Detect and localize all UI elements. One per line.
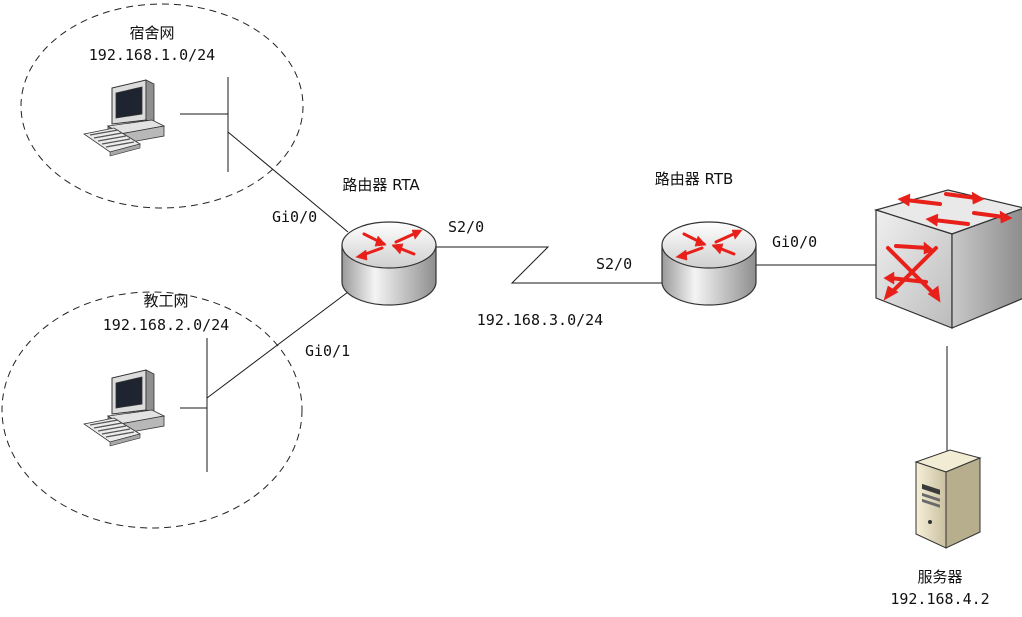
rta-gi01-label: Gi0/1 bbox=[305, 342, 350, 360]
router-rtb-label: 路由器 RTB bbox=[655, 170, 734, 188]
staff-network-boundary bbox=[1, 291, 303, 529]
staff-network-subnet: 192.168.2.0/24 bbox=[103, 316, 229, 334]
staff-pc-icon bbox=[83, 369, 165, 447]
router-rta-icon bbox=[340, 220, 438, 307]
switch-icon bbox=[874, 188, 1022, 330]
dorm-network-boundary bbox=[20, 3, 304, 209]
link-dorm-rta bbox=[227, 131, 349, 233]
rtb-gi00-label: Gi0/0 bbox=[772, 233, 817, 251]
rta-s20-label: S2/0 bbox=[448, 218, 484, 236]
rtb-s20-label: S2/0 bbox=[596, 255, 632, 273]
router-rtb-icon bbox=[660, 220, 758, 307]
dorm-pc-icon bbox=[83, 79, 165, 157]
serial-link-rta-rtb bbox=[436, 246, 664, 284]
staff-network-name: 教工网 bbox=[143, 292, 188, 310]
wan-subnet-label: 192.168.3.0/24 bbox=[477, 311, 603, 329]
server-ip-label: 192.168.4.2 bbox=[890, 590, 989, 608]
router-rta-label: 路由器 RTA bbox=[342, 176, 420, 194]
dorm-network-subnet: 192.168.1.0/24 bbox=[89, 46, 215, 64]
link-staff-rta bbox=[206, 291, 349, 399]
rta-gi00-label: Gi0/0 bbox=[272, 208, 317, 226]
dorm-network-name: 宿舍网 bbox=[129, 24, 174, 42]
server-name-label: 服务器 bbox=[917, 568, 962, 586]
server-icon bbox=[915, 449, 981, 549]
